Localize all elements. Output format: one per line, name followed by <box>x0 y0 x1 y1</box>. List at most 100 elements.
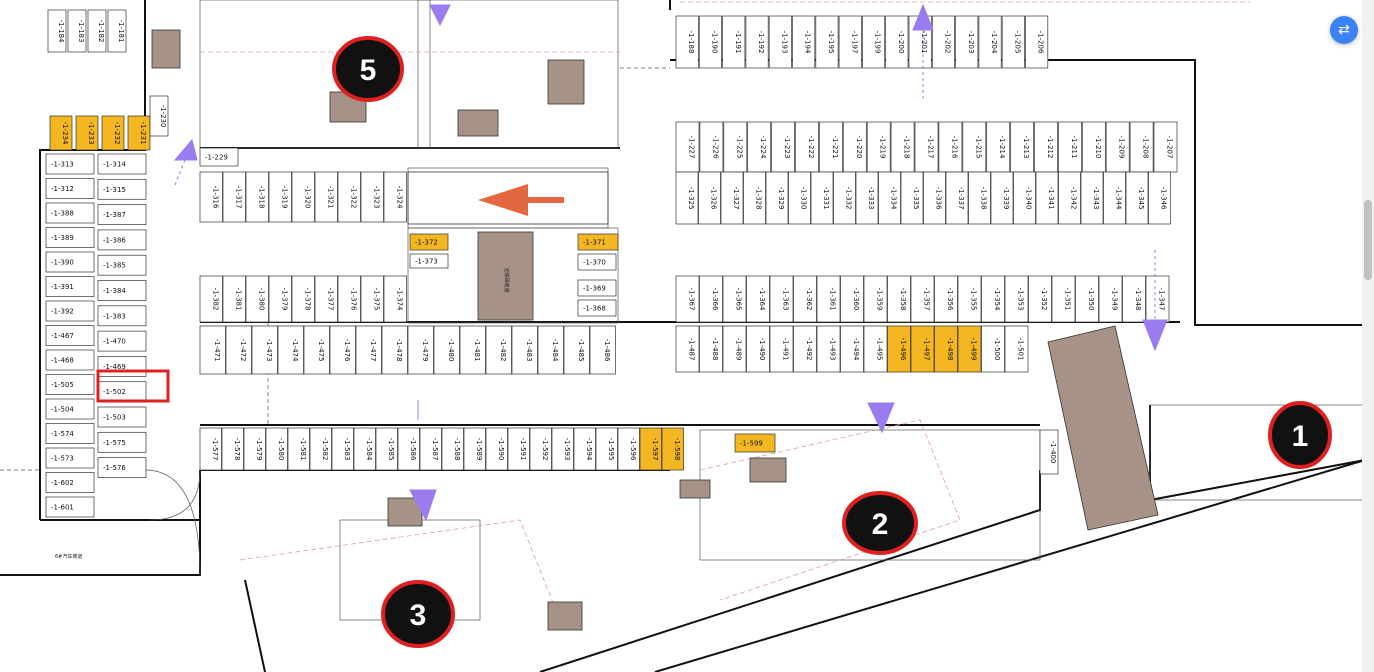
parking-slot: -1-365 <box>722 275 747 323</box>
slot-label: -1-219 <box>879 136 887 159</box>
parking-slot: -1-474 <box>277 325 304 375</box>
slot-label: -1-224 <box>759 136 767 159</box>
scrollbar-thumb[interactable] <box>1364 200 1372 280</box>
slot-label: -1-573 <box>51 455 74 463</box>
slot-label: -1-593 <box>563 438 571 461</box>
slot-label: -1-354 <box>993 288 1001 311</box>
equipment-room-2 <box>749 457 787 483</box>
slot-label: -1-222 <box>807 136 815 159</box>
slot-label: -1-492 <box>805 338 813 361</box>
parking-slot: -1-183 <box>67 9 87 53</box>
parking-slot: -1-483 <box>511 325 538 375</box>
parking-slot: -1-573 <box>45 447 95 469</box>
translate-icon[interactable]: ⇄ <box>1330 16 1358 44</box>
slot-label: -1-331 <box>822 187 830 210</box>
slot-label: -1-320 <box>303 186 311 209</box>
parking-slot: -1-584 <box>353 427 376 471</box>
entry-arrows <box>173 3 1168 522</box>
slot-label: -1-182 <box>97 20 105 43</box>
slot-label: -1-474 <box>291 339 299 362</box>
slot-label: -1-370 <box>583 259 606 267</box>
slot-label: -1-329 <box>777 187 785 210</box>
parking-slot: -1-391 <box>45 276 95 297</box>
parking-slot: -1-328 <box>743 171 766 225</box>
parking-slot: -1-325 <box>675 171 699 225</box>
slot-label: -1-480 <box>447 339 455 362</box>
scrollbar[interactable] <box>1362 0 1374 672</box>
parking-slot: -1-207 <box>1153 121 1178 173</box>
parking-slot: -1-392 <box>45 300 95 322</box>
slot-label: -1-229 <box>205 154 228 162</box>
slot-label: -1-195 <box>827 31 835 54</box>
parking-slot: -1-231 <box>127 115 151 151</box>
parking-slot: -1-335 <box>900 171 924 225</box>
slot-label: -1-487 <box>688 338 696 361</box>
slot-label: -1-499 <box>970 338 978 361</box>
parking-slot: -1-355 <box>957 275 982 323</box>
slot-label: -1-202 <box>943 31 951 54</box>
parking-slot: -1-467 <box>45 325 95 346</box>
parking-slot: -1-197 <box>838 15 862 69</box>
badge-5: 5 <box>332 36 404 102</box>
parking-slot: -1-595 <box>595 427 618 471</box>
parking-slot: -1-210 <box>1081 121 1106 173</box>
parking-slot: -1-329 <box>765 171 789 225</box>
parking-slot: -1-574 <box>45 423 95 444</box>
slot-label: -1-471 <box>213 339 221 362</box>
parking-slot: -1-347 <box>1145 275 1170 323</box>
parking-slot: -1-504 <box>45 398 95 420</box>
slot-label: -1-381 <box>234 288 242 311</box>
slot-label: -1-318 <box>257 186 265 209</box>
slot-label: -1-324 <box>395 186 403 209</box>
parking-slot: -1-498 <box>934 325 958 373</box>
parking-slot: -1-349 <box>1098 275 1123 323</box>
equipment-room-2b <box>679 479 711 499</box>
parking-slot: -1-351 <box>1051 275 1076 323</box>
slot-label: -1-347 <box>1158 288 1166 311</box>
parking-slot: -1-326 <box>698 171 721 225</box>
svg-text:2: 2 <box>872 508 889 541</box>
slot-label: -1-581 <box>299 438 307 461</box>
slot-label: -1-183 <box>77 20 85 43</box>
red-boundaries <box>200 1 1250 621</box>
parking-slot: -1-314 <box>97 153 147 175</box>
slot-label: -1-373 <box>415 258 438 266</box>
parking-slot: -1-317 <box>222 171 246 223</box>
slot-label: -1-211 <box>1070 136 1078 159</box>
slot-label: -1-223 <box>783 136 791 159</box>
slot-label: -1-203 <box>967 31 975 54</box>
slot-label: -1-595 <box>607 438 615 461</box>
arrow-down-3-icon <box>409 489 437 522</box>
parking-slot: -1-583 <box>331 427 354 471</box>
slot-label: -1-468 <box>51 357 74 365</box>
slot-label: -1-344 <box>1115 187 1123 210</box>
parking-slot: -1-383 <box>97 305 147 327</box>
parking-slot: -1-588 <box>441 427 464 471</box>
parking-slot: -1-211 <box>1058 121 1082 173</box>
parking-slot: -1-580 <box>265 427 288 471</box>
parking-slot: -1-469 <box>97 356 147 377</box>
parking-slot: -1-367 <box>675 275 700 323</box>
slot-label: -1-368 <box>583 305 606 313</box>
parking-slot: -1-194 <box>792 15 816 69</box>
parking-slot: -1-370 <box>577 253 617 271</box>
slot-label: -1-376 <box>349 288 357 311</box>
slot-label: -1-210 <box>1094 136 1102 159</box>
slot-label: -1-213 <box>1022 136 1030 159</box>
parking-slot: -1-577 <box>199 427 222 471</box>
slot-label: -1-505 <box>51 381 74 389</box>
svg-text:5: 5 <box>360 54 377 87</box>
parking-slot: -1-389 <box>45 227 95 248</box>
slot-label: -1-349 <box>1111 288 1119 311</box>
slot-label: -1-366 <box>711 288 719 311</box>
slot-label: -1-484 <box>551 339 559 362</box>
parking-slot: -1-493 <box>816 325 841 373</box>
slot-label: -1-359 <box>876 288 884 311</box>
parking-slot: -1-332 <box>833 171 856 225</box>
slot-label: -1-591 <box>519 438 527 461</box>
slot-label: -1-214 <box>998 136 1006 159</box>
parking-slot: -1-497 <box>910 325 935 373</box>
slot-label: -1-486 <box>603 339 611 362</box>
slot-label: -1-501 <box>1017 338 1025 361</box>
slot-label: -1-358 <box>899 288 907 311</box>
